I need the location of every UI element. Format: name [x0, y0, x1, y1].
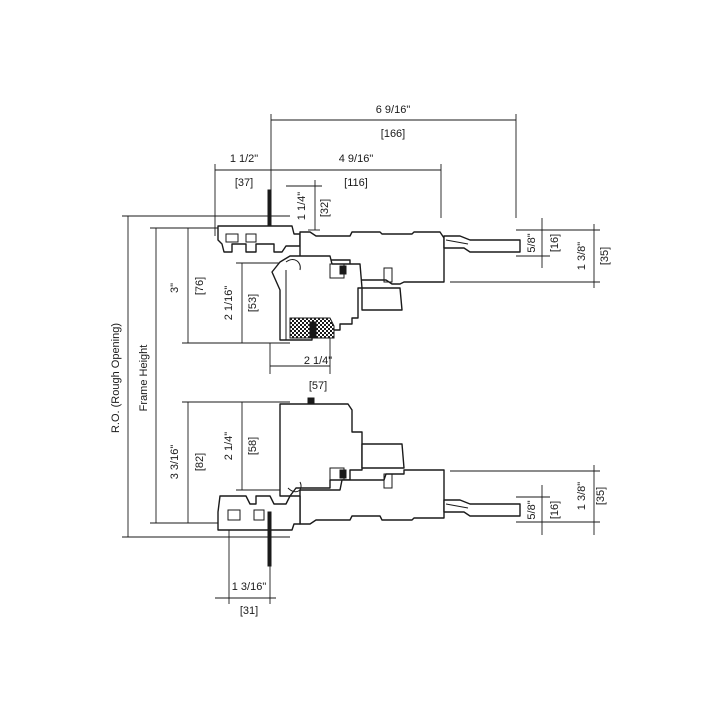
- label-sill-glass: 2 1/4": [223, 432, 235, 460]
- head-profile: [217, 189, 521, 341]
- label-right-top-small-mm: [16]: [549, 234, 561, 252]
- label-overall-width: 6 9/16": [376, 104, 411, 116]
- label-right-top-small: 5/8": [526, 233, 538, 252]
- label-sill-glass-mm: [58]: [247, 437, 259, 455]
- label-right-bottom-large-mm: [35]: [595, 487, 607, 505]
- label-top-offset: 1 1/4": [296, 192, 308, 220]
- sill-profile: [217, 397, 521, 567]
- label-head-glass: 2 1/16": [223, 286, 235, 321]
- label-flange-width-mm: [37]: [235, 177, 253, 189]
- label-right-bottom-small-mm: [16]: [549, 501, 561, 519]
- label-bottom-flange-mm: [31]: [240, 605, 258, 617]
- label-head-height-mm: [76]: [194, 277, 206, 295]
- label-frame-depth: 4 9/16": [339, 153, 374, 165]
- label-head-height: 3": [169, 283, 181, 293]
- label-frame-height: Frame Height: [138, 345, 150, 412]
- label-meeting-rail: 2 1/4": [304, 355, 332, 367]
- label-frame-depth-mm: [116]: [344, 177, 368, 189]
- label-meeting-rail-mm: [57]: [309, 380, 327, 392]
- label-right-bottom-large: 1 3/8": [576, 482, 588, 510]
- label-right-top-large: 1 3/8": [576, 242, 588, 270]
- label-top-offset-mm: [32]: [319, 199, 331, 217]
- label-overall-width-mm: [166]: [381, 128, 405, 140]
- label-sill-height: 3 3/16": [169, 445, 181, 480]
- label-right-top-large-mm: [35]: [599, 247, 611, 265]
- label-bottom-flange: 1 3/16": [232, 581, 267, 593]
- label-head-glass-mm: [53]: [247, 294, 259, 312]
- label-sill-height-mm: [82]: [194, 453, 206, 471]
- label-rough-opening: R.O. (Rough Opening): [110, 323, 122, 433]
- dimension-labels: 6 9/16" [166] 1 1/2" [37] 4 9/16" [116] …: [110, 104, 611, 617]
- label-right-bottom-small: 5/8": [526, 500, 538, 519]
- label-flange-width: 1 1/2": [230, 153, 258, 165]
